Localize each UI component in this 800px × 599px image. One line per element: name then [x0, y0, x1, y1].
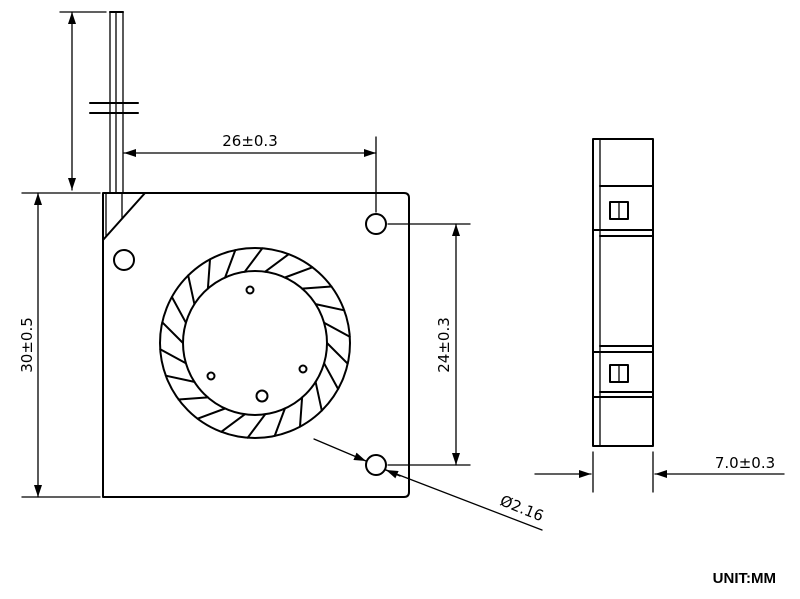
impeller-blade [323, 321, 351, 338]
dim-hole-diameter: Ø2.16 [313, 438, 547, 531]
dim-thickness-label: 7.0±0.3 [715, 454, 775, 472]
fan-body-outline [102, 192, 410, 498]
dim-hole-diameter-label: Ø2.16 [498, 492, 547, 526]
dim-height-label: 30±0.5 [18, 317, 36, 373]
dim-hole-spacing-label: 24±0.3 [435, 317, 453, 373]
impeller-blade [323, 362, 340, 390]
impeller-blade [299, 396, 304, 428]
impeller-blade [246, 413, 267, 439]
mount-hole-bottom-right [365, 454, 387, 476]
impeller-blade [301, 285, 333, 290]
dim-width-label: 26±0.3 [222, 132, 278, 150]
front-view: 30±0.5 26±0.3 24±0.3 Ø2.16 [18, 11, 547, 531]
impeller-blade [164, 374, 196, 383]
side-view: 7.0±0.3 [534, 138, 785, 493]
mount-hole-top-left [113, 249, 135, 271]
mount-hole-top-right [365, 213, 387, 235]
impeller [159, 247, 351, 439]
impeller-blade [326, 342, 349, 365]
impeller-blade [196, 407, 227, 420]
dim-wire-length [59, 11, 107, 191]
impeller-blade [283, 266, 314, 279]
impeller-blade [206, 258, 211, 290]
impeller-blade [314, 303, 346, 312]
impeller-blade [170, 296, 187, 324]
dim-hole-spacing: 24±0.3 [387, 223, 471, 466]
dim-thickness: 7.0±0.3 [534, 451, 785, 493]
impeller-blade [177, 396, 209, 401]
cable-channel [105, 192, 123, 237]
dim-height: 30±0.5 [18, 192, 101, 498]
impeller-blade [187, 274, 196, 306]
impeller-blade [159, 348, 187, 365]
impeller-blade [224, 249, 237, 279]
dim-width: 26±0.3 [123, 132, 377, 213]
impeller-blade [273, 407, 286, 437]
impeller-blade [243, 247, 264, 273]
cable-corner [102, 192, 146, 241]
impeller-blade [314, 380, 323, 412]
impeller-blade [264, 253, 290, 273]
unit-label: UNIT:MM [713, 570, 776, 587]
side-body-outline [592, 138, 654, 447]
lead-wires [89, 11, 139, 194]
impeller-blade [220, 413, 246, 433]
impeller-blade [161, 321, 184, 344]
